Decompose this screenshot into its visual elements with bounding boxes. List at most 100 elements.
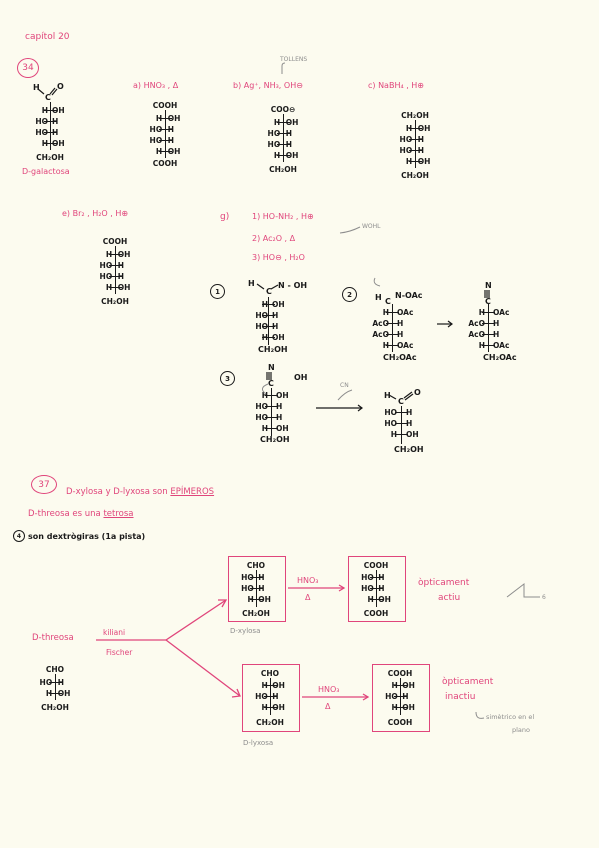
fischer-bond: [409, 139, 422, 141]
fischer-d-lyxose: CHO HOH HOH HOH CH₂OH: [255, 669, 285, 727]
fischer-bond: [370, 577, 383, 579]
active-label-2: actiu: [438, 593, 461, 603]
arrowhead-xylose: [218, 599, 228, 608]
polarized-light-sketch: [506, 582, 540, 598]
fischer-bond: [482, 312, 495, 314]
fischer-d-threose: CHO HOH HOH CH₂OH: [39, 665, 71, 712]
chapter-title: capítol 20: [25, 32, 70, 42]
fischer-bond: [277, 155, 290, 157]
symmetry-note-1: simètrico en el: [486, 713, 535, 721]
xylose-reagent: HNO₃: [297, 576, 319, 585]
light-label: 6: [542, 594, 546, 601]
fischer-bond: [386, 323, 399, 325]
fischer-bond: [482, 345, 495, 347]
fischer-bond: [262, 326, 275, 328]
fischer-bond: [265, 395, 278, 397]
fischer-bond: [159, 118, 172, 120]
reaction-c-label: c) NaBH₄ , H⊕: [368, 81, 425, 90]
g-step-1: 1) HO-NH₂ , H⊕: [252, 212, 314, 221]
epimers-sentence: D-xylosa y D-lyxosa son EPÍMEROS: [66, 487, 215, 497]
fischer-bond: [409, 128, 422, 130]
g-step-3: 3) HO⊖ , H₂O: [252, 253, 305, 262]
wohl-pointer: [339, 226, 361, 234]
tollens-pointer: [281, 62, 286, 74]
fischer-bond: [265, 406, 278, 408]
lyxose-box: [242, 664, 300, 732]
reaction-g-label: g): [220, 212, 230, 222]
fischer-bond: [262, 304, 275, 306]
ald-c: C: [45, 93, 51, 102]
fischer-bond: [394, 685, 407, 687]
fischer-d-xylose: CHO HOH HOH HOH CH₂OH: [241, 561, 271, 618]
lyxose-delta: Δ: [325, 702, 331, 711]
kiliani-label: kiliani: [103, 628, 126, 637]
fischer-bond: [386, 345, 399, 347]
fischer-d-galactose: H O C HOH HOH HOH HOH CH₂OH: [33, 82, 65, 163]
fischer-bond: [395, 434, 408, 436]
fischer-bond: [277, 144, 290, 146]
fischer-bond: [49, 693, 62, 695]
active-label-1: òpticament: [418, 578, 470, 588]
fischer-oxime: H C N - OH HOH HOH HOH HOH CH₂OH: [248, 279, 308, 354]
fischer-bond: [109, 287, 122, 289]
symmetry-pointer: [475, 711, 485, 719]
fischer-bond: [44, 121, 57, 123]
fischer-bond: [262, 315, 275, 317]
tetrose-sentence: D-threosa es una tetrosa: [28, 509, 134, 519]
fischer-bond: [109, 276, 122, 278]
reaction-a-label: a) HNO₃ , Δ: [133, 81, 179, 90]
fischer-bond: [394, 707, 407, 709]
problem-37-number: 37: [31, 475, 57, 494]
arrowhead-lyxose: [231, 688, 241, 698]
fischer-bond: [264, 696, 277, 698]
fischer-bond: [386, 334, 399, 336]
fischer-bond: [277, 133, 290, 135]
fischer-cyanohydrin: N C OH HOH HOH HOH HOH CH₂OH: [255, 363, 308, 444]
xylose-delta: Δ: [305, 593, 311, 602]
fischer-bond: [250, 588, 263, 590]
problem-34-number: 34: [17, 58, 39, 78]
fischer-lyxaric-acid: COOH HOH HOH HOH COOH: [385, 669, 415, 727]
fischer-bond: [370, 599, 383, 601]
arrowhead-s3: [357, 404, 363, 412]
fischer-bond: [409, 150, 422, 152]
fischer-bond: [482, 334, 495, 336]
xylose-box: [228, 556, 286, 622]
ald-o: O: [57, 82, 64, 91]
fischer-bond: [159, 151, 172, 153]
hint-4-number: 4: [13, 530, 25, 542]
fischer-bond: [44, 132, 57, 134]
fischer-bond: [395, 412, 408, 414]
g-structure-1-number: 1: [210, 284, 225, 299]
ald-h: H: [33, 83, 40, 92]
tetrose-word: tetrosa: [103, 509, 134, 519]
acetate-curly-arrow: [373, 277, 381, 287]
lyxose-reagent: HNO₃: [318, 685, 340, 694]
epimers-word: EPÍMEROS: [170, 487, 215, 497]
fischer-bond: [250, 577, 263, 579]
fischer-bond: [277, 122, 290, 124]
hint-4-text: son dextrògiras (1a pista): [28, 532, 146, 541]
fischer-bond: [409, 161, 422, 163]
cn-pointer: [337, 389, 353, 401]
fischer-xylaric-acid: COOH HOH HOH HOH COOH: [361, 561, 391, 618]
threose-label: D-threosa: [32, 633, 74, 643]
cyanohydrin-curly-arrow: [262, 383, 269, 395]
fischer-bond: [265, 417, 278, 419]
reaction-e-label: e) Br₂ , H₂O , H⊕: [62, 209, 129, 218]
fischer-bond: [44, 110, 57, 112]
fischer-bond: [264, 707, 277, 709]
fischer-bond: [394, 696, 407, 698]
arrow-to-xylose: [165, 599, 227, 641]
fischer-label: Fischer: [106, 648, 133, 657]
fischer-bond: [370, 588, 383, 590]
fischer-e-product: COOH HOH HOH HOH HOH CH₂OH: [99, 237, 131, 306]
fischer-a-product: COOH HOH HOH HOH HOH COOH: [149, 101, 181, 168]
inactive-label-2: inactiu: [445, 692, 476, 702]
fischer-bond: [44, 143, 57, 145]
symmetry-note-2: plano: [512, 726, 531, 734]
